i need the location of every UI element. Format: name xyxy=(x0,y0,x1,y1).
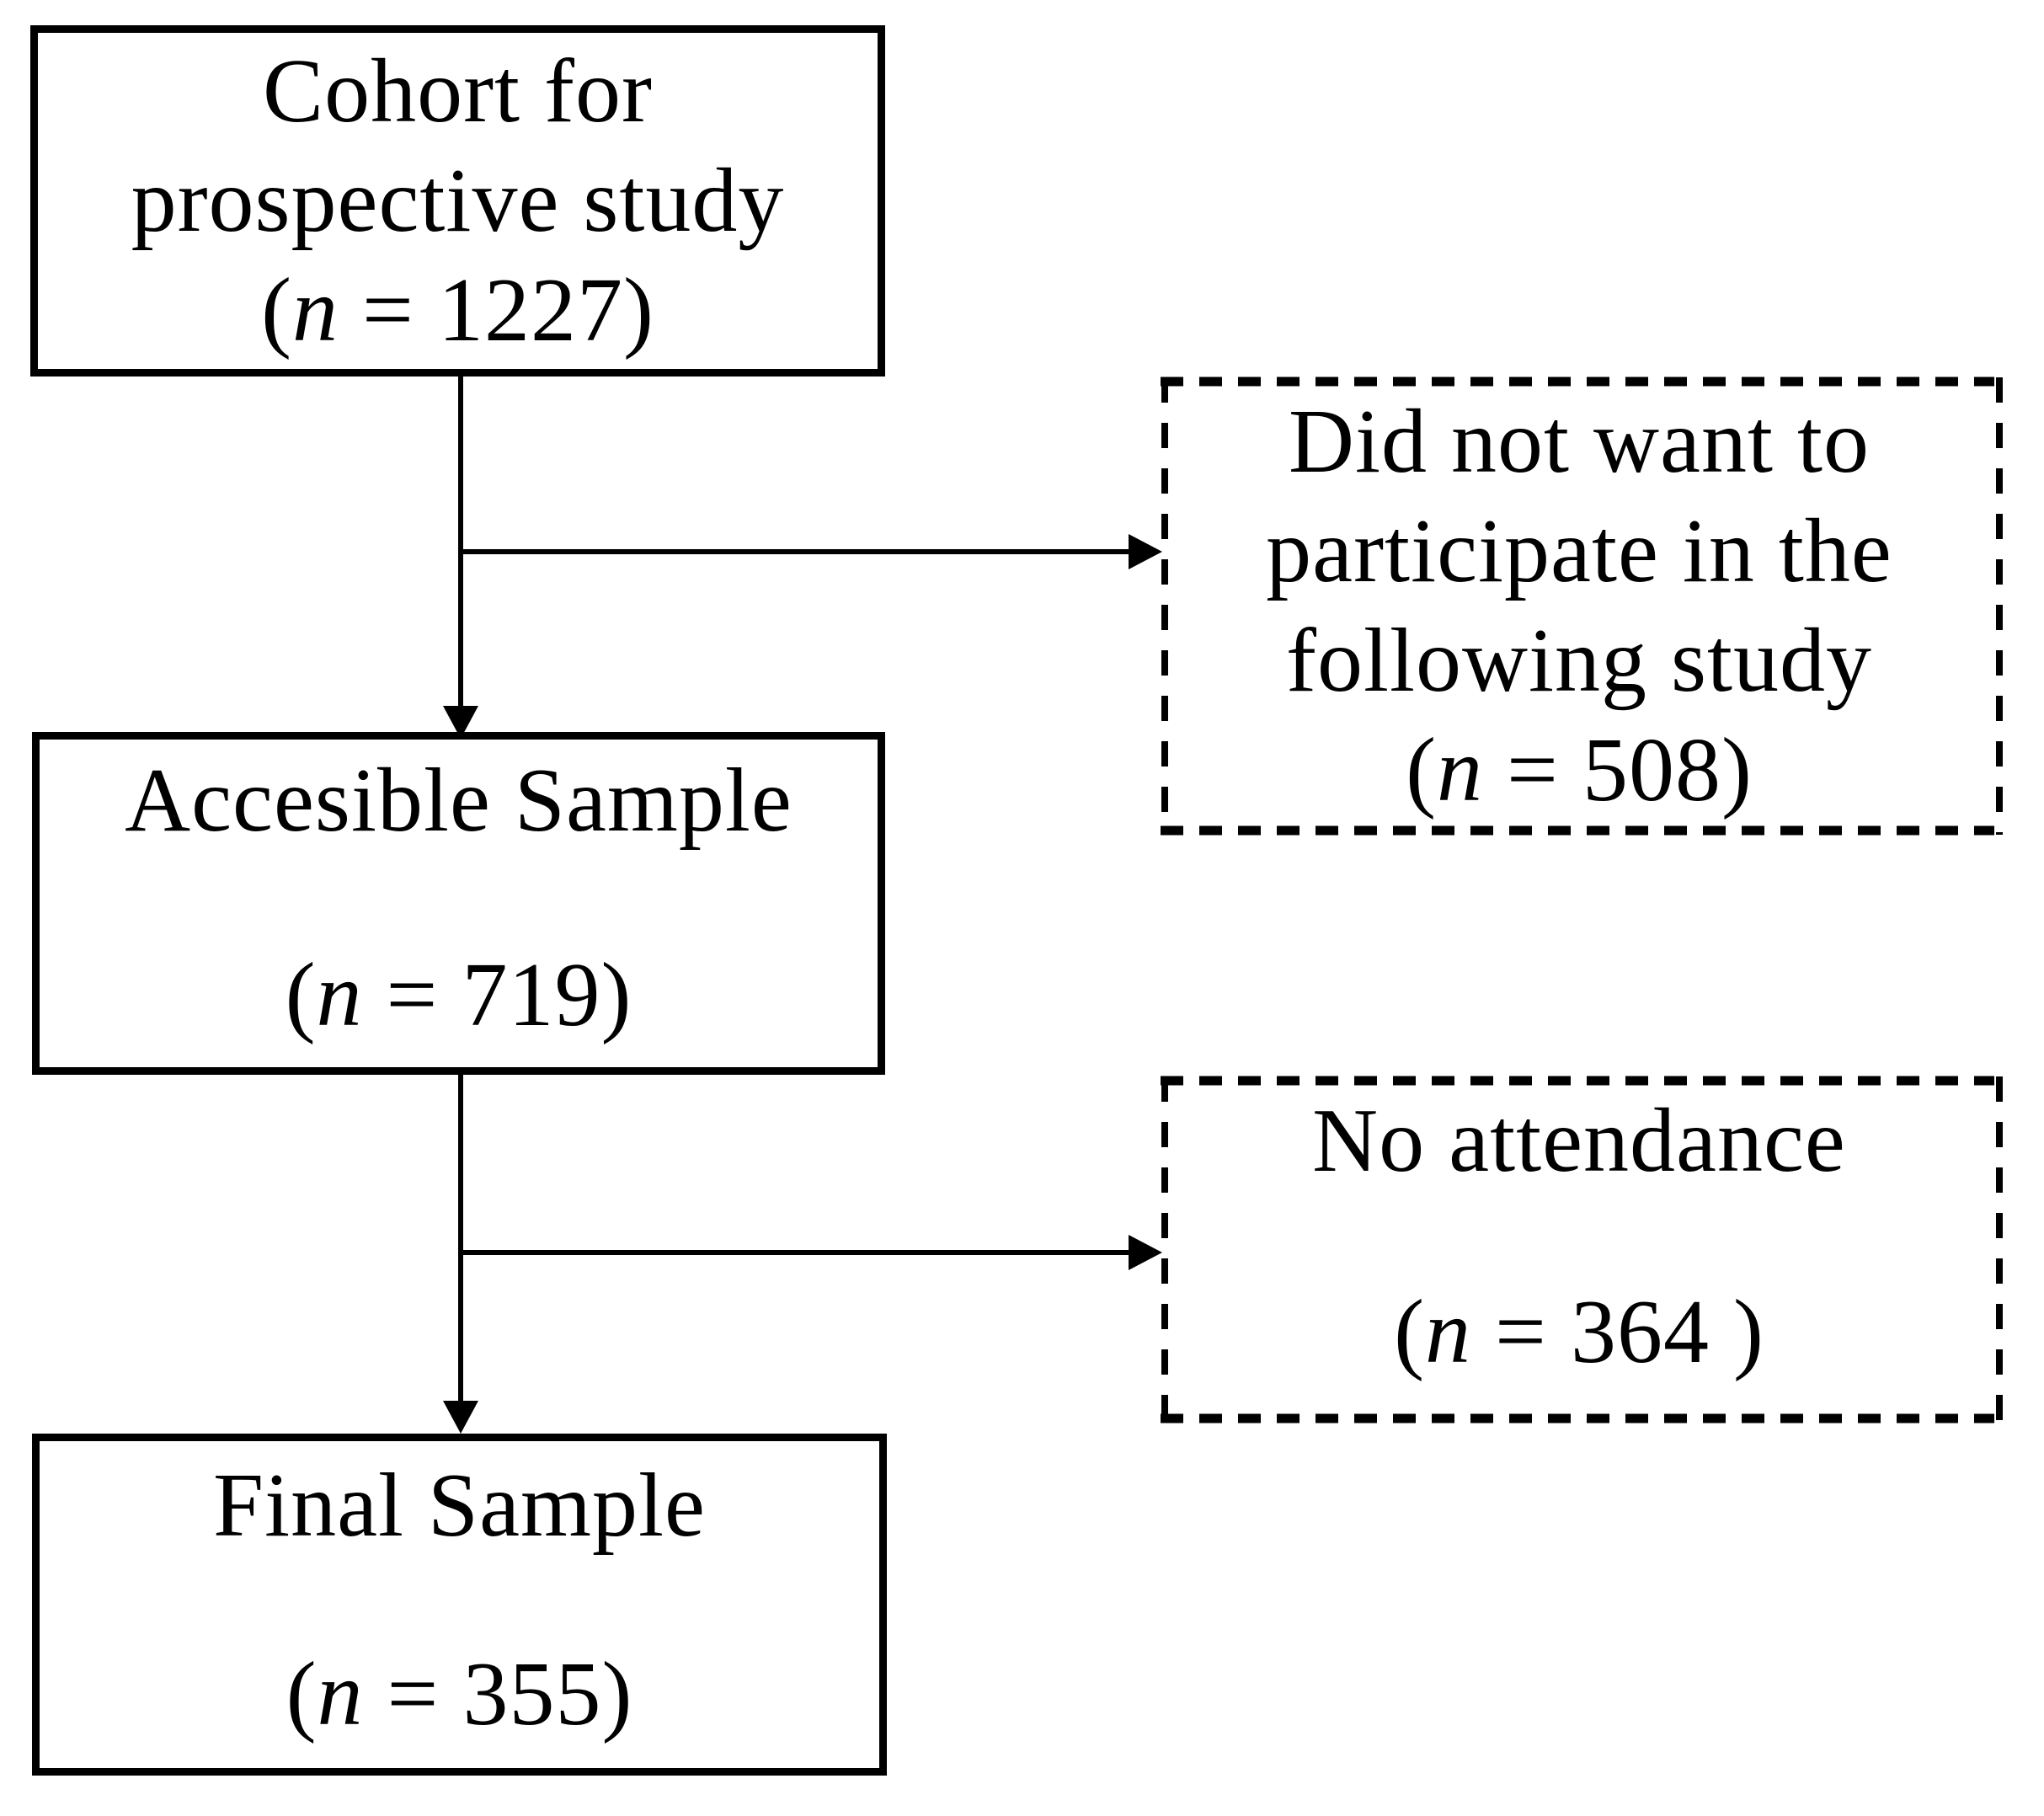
box-accessible-title: Accesible Sample xyxy=(125,750,793,851)
box-final-title: Final Sample xyxy=(213,1455,706,1556)
box-accessible-sample: Accesible Sample (n = 719) xyxy=(32,732,885,1075)
box-cohort-title-line-2: prospective study xyxy=(131,150,785,251)
box-not-participate-line-2: participate in the xyxy=(1266,500,1892,601)
box-no-attendance: No attendance (n = 364 ) xyxy=(1161,1076,1998,1423)
box-not-participate-line-1: Did not want to xyxy=(1289,391,1870,492)
box-cohort: Cohort for prospective study (n = 1227) xyxy=(30,25,885,377)
box-final-sample-size: (n = 355) xyxy=(286,1644,633,1744)
box-cohort-sample-size: (n = 1227) xyxy=(261,259,654,361)
box-no-attendance-sample-size: (n = 364 ) xyxy=(1394,1282,1764,1382)
arrowhead-right-no-attendance xyxy=(1129,1235,1162,1270)
dashed-border-no-attendance xyxy=(1161,1076,2003,1423)
box-not-participate-line-3: following study xyxy=(1285,610,1872,711)
box-final-sample: Final Sample (n = 355) xyxy=(32,1434,887,1776)
arrowhead-down-final xyxy=(443,1401,478,1434)
arrowhead-right-not-participate xyxy=(1129,534,1162,569)
arrowhead-down-accessible xyxy=(443,706,478,739)
box-not-participate-sample-size: (n = 508) xyxy=(1406,719,1753,820)
box-cohort-title-line-1: Cohort for xyxy=(263,40,653,142)
dashed-border-not-participate xyxy=(1161,377,2003,836)
box-accessible-sample-size: (n = 719) xyxy=(285,945,632,1045)
box-not-participate: Did not want to participate in the follo… xyxy=(1161,377,1998,835)
box-no-attendance-title: No attendance xyxy=(1312,1091,1846,1191)
